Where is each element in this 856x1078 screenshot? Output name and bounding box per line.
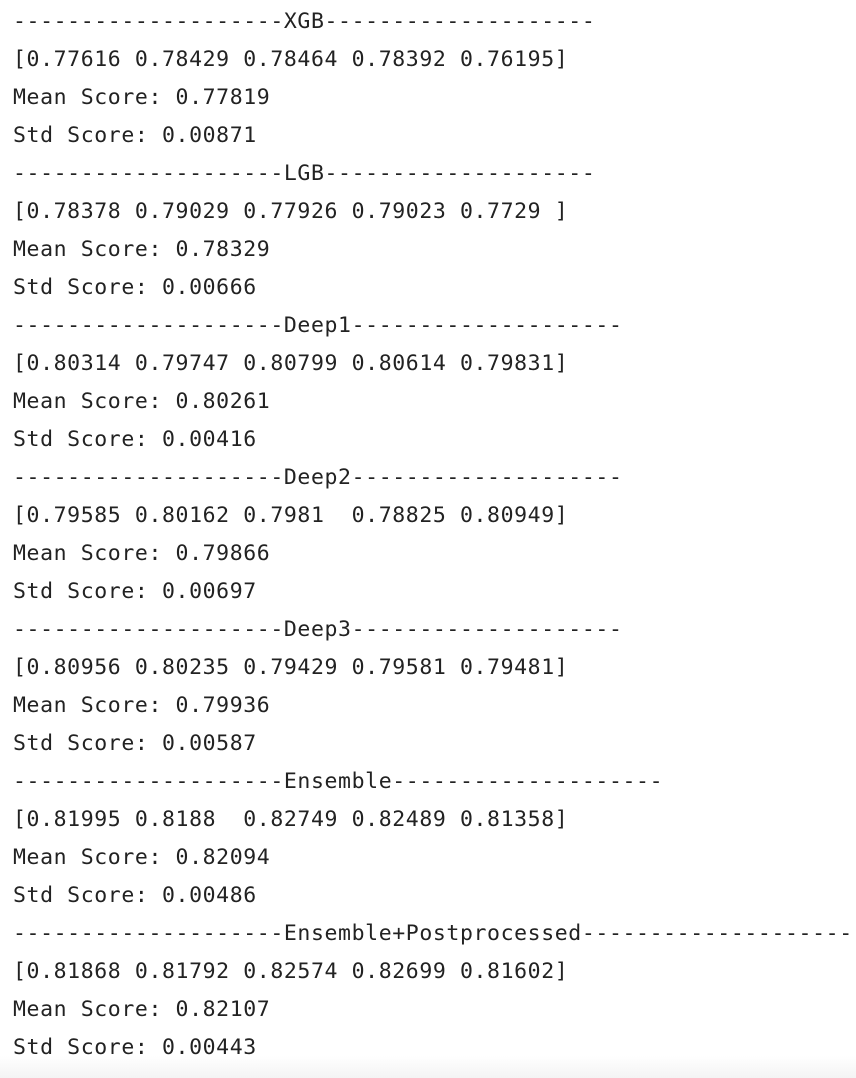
deep2-mean-score: Mean Score: 0.79866	[13, 541, 271, 566]
deep2-scores: [0.79585 0.80162 0.7981 0.78825 0.80949]	[13, 503, 569, 528]
cell-output: --------------------XGB-----------------…	[13, 3, 853, 1067]
ensemble-mean-score: Mean Score: 0.82094	[13, 845, 271, 870]
ensemble-postprocessed-scores: [0.81868 0.81792 0.82574 0.82699 0.81602…	[13, 959, 569, 984]
ensemble-scores: [0.81995 0.8188 0.82749 0.82489 0.81358]	[13, 807, 569, 832]
deep1-scores: [0.80314 0.79747 0.80799 0.80614 0.79831…	[13, 351, 569, 376]
ensemble-header: --------------------Ensemble------------…	[13, 769, 664, 794]
xgb-scores: [0.77616 0.78429 0.78464 0.78392 0.76195…	[13, 47, 569, 72]
deep2-header: --------------------Deep2---------------…	[13, 465, 623, 490]
ensemble-std-score: Std Score: 0.00486	[13, 883, 257, 908]
ensemble-postprocessed-std-score: Std Score: 0.00443	[13, 1035, 257, 1060]
deep1-header: --------------------Deep1---------------…	[13, 313, 623, 338]
lgb-scores: [0.78378 0.79029 0.77926 0.79023 0.7729 …	[13, 199, 569, 224]
deep3-header: --------------------Deep3---------------…	[13, 617, 623, 642]
xgb-mean-score: Mean Score: 0.77819	[13, 85, 271, 110]
ensemble-postprocessed-mean-score: Mean Score: 0.82107	[13, 997, 271, 1022]
deep1-std-score: Std Score: 0.00416	[13, 427, 257, 452]
deep3-scores: [0.80956 0.80235 0.79429 0.79581 0.79481…	[13, 655, 569, 680]
ensemble-postprocessed-header: --------------------Ensemble+Postprocess…	[13, 921, 853, 946]
deep3-mean-score: Mean Score: 0.79936	[13, 693, 271, 718]
xgb-header: --------------------XGB-----------------…	[13, 9, 596, 34]
lgb-mean-score: Mean Score: 0.78329	[13, 237, 271, 262]
lgb-header: --------------------LGB-----------------…	[13, 161, 596, 186]
lgb-std-score: Std Score: 0.00666	[13, 275, 257, 300]
xgb-std-score: Std Score: 0.00871	[13, 123, 257, 148]
deep2-std-score: Std Score: 0.00697	[13, 579, 257, 604]
deep1-mean-score: Mean Score: 0.80261	[13, 389, 271, 414]
bottom-fade	[0, 1056, 856, 1078]
deep3-std-score: Std Score: 0.00587	[13, 731, 257, 756]
